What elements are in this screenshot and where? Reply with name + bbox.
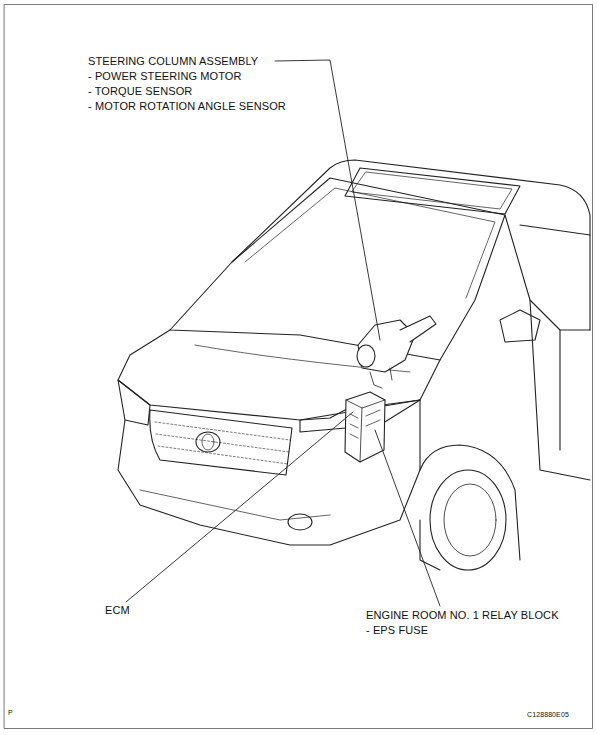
grille [150,410,292,475]
bumper-corner [420,520,440,570]
relay-block-detail [350,410,380,438]
roof-outline [232,160,590,330]
relay-block-edge [346,400,385,462]
emblem [196,432,220,452]
emblem-inner [202,434,214,450]
frame-border [5,5,593,729]
headlight-left [118,380,150,425]
part-label: STEERING COLUMN ASSEMBLY [88,55,258,68]
part-label: - EPS FUSE [366,624,428,637]
grille-mesh [155,422,290,464]
fog-light [288,514,312,530]
part-label: - MOTOR ROTATION ANGLE SENSOR [88,100,286,113]
sunroof [345,168,520,214]
bumper-line [140,490,330,520]
part-label: - POWER STEERING MOTOR [88,70,242,83]
side-window [505,215,590,330]
part-label: ECM [105,604,130,617]
part-label: - TORQUE SENSOR [88,85,192,98]
mirror [500,310,540,342]
leader-line [275,60,380,340]
figure-code: P [8,709,13,717]
relay-block [345,392,385,462]
leader-line [375,430,440,606]
windshield [170,178,505,360]
wheel-arch [420,445,520,560]
column-bracket [370,368,392,388]
wheel [430,470,506,570]
power-steering-motor [357,345,375,367]
part-label: ENGINE ROOM NO. 1 RELAY BLOCK [366,609,559,622]
steering-shaft [400,316,436,342]
door-line [530,300,590,480]
roof-rail [520,225,590,235]
wheel-rim [444,484,496,556]
leader-line [126,412,353,602]
sunroof-inner [352,172,512,209]
figure-code: C128880E05 [527,711,569,719]
